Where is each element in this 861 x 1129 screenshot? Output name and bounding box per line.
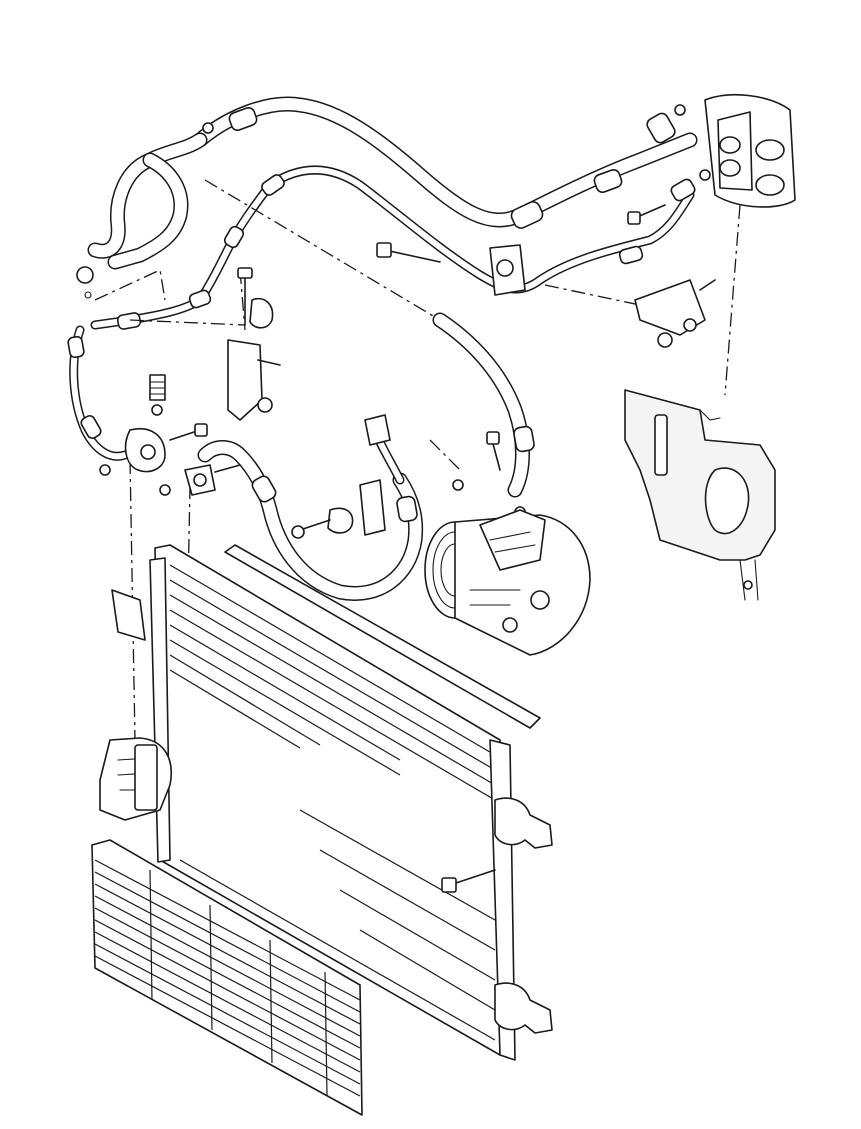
evaporator-connection-block: [699, 94, 796, 208]
condenser-fins: [169, 564, 496, 1041]
ac-compressor: [424, 509, 591, 656]
condenser: [99, 544, 553, 1061]
liquid-line-pipe: [67, 165, 696, 461]
upper-hose-assembly: [87, 96, 698, 270]
condenser-pipe-junction: [99, 423, 241, 496]
heat-shield-bracket: [624, 389, 776, 601]
grille-vertical-bars: [149, 869, 328, 1096]
protective-grille: [91, 839, 363, 1116]
grille-horizontal-bars: [94, 859, 361, 1097]
fasteners: [76, 204, 716, 421]
